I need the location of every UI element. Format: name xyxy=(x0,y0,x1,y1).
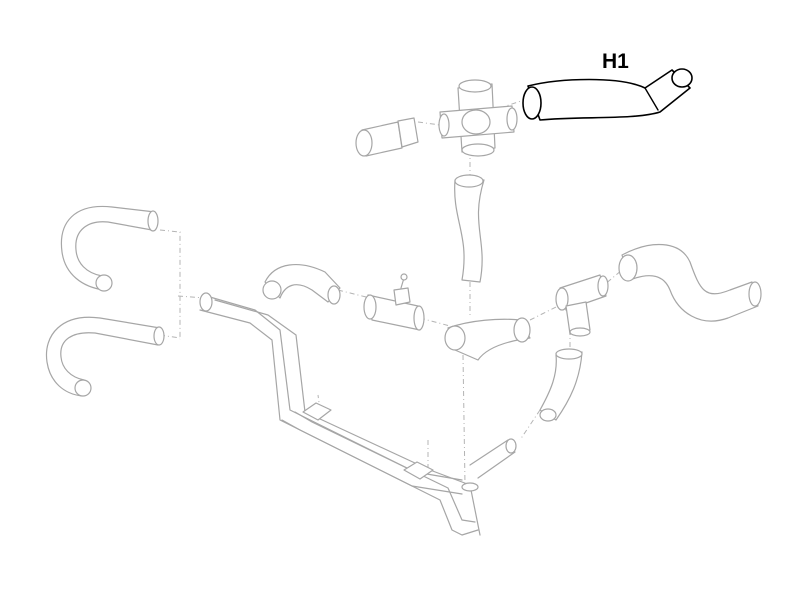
upper-straight-connector xyxy=(355,117,419,157)
right-lower-hose xyxy=(539,348,583,422)
t-valve-fitting xyxy=(363,273,425,331)
pipe-assembly xyxy=(199,292,517,536)
center-vertical-hose xyxy=(454,174,485,283)
assembly-centerlines xyxy=(159,99,623,486)
right-elbow-fitting xyxy=(555,274,609,337)
left-lower-u-hose xyxy=(45,316,165,397)
left-upper-u-hose xyxy=(60,205,159,292)
center-elbow-hose xyxy=(444,317,531,361)
cross-fitting xyxy=(438,79,518,157)
callout-h1: H1 xyxy=(602,50,629,73)
middle-curved-hose xyxy=(262,264,341,305)
hose-h1[interactable] xyxy=(522,68,693,121)
right-large-hose xyxy=(618,244,762,322)
